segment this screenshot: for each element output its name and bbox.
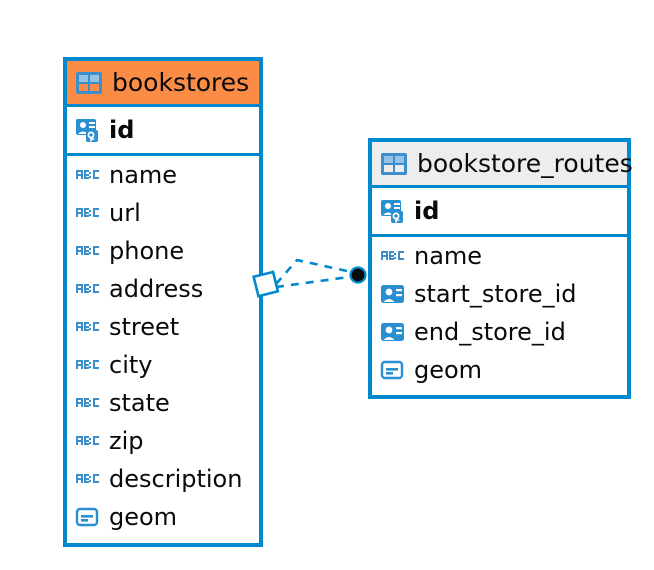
relationship-line-lower: [275, 274, 357, 289]
field-label-zip: zip: [109, 427, 144, 455]
varchar-abc-icon: [76, 284, 99, 293]
field-row-id[interactable]: id: [67, 107, 259, 153]
table-grid-icon: [381, 152, 407, 175]
field-list-bookstore-routes: name start_store_id: [372, 237, 627, 389]
field-row-city[interactable]: city: [67, 346, 259, 384]
field-label-street: street: [109, 313, 180, 341]
primary-key-icon: [76, 119, 98, 142]
field-row-name[interactable]: name: [372, 237, 627, 275]
primary-key-section: id: [372, 188, 627, 237]
varchar-abc-icon: [381, 251, 404, 260]
field-label-id: id: [109, 116, 135, 144]
field-label-end-store-id: end_store_id: [414, 318, 566, 346]
relationship-source-diamond-icon: [252, 270, 280, 298]
varchar-abc-icon: [76, 246, 99, 255]
relationship-connector[interactable]: [252, 240, 377, 320]
varchar-abc-icon: [76, 208, 99, 217]
field-row-geom[interactable]: geom: [67, 498, 259, 536]
field-label-address: address: [109, 275, 204, 303]
table-grid-icon: [76, 71, 102, 94]
field-row-end-store-id[interactable]: end_store_id: [372, 313, 627, 351]
entity-header-bookstores[interactable]: bookstores: [67, 61, 259, 107]
primary-key-section: id: [67, 107, 259, 156]
field-row-state[interactable]: state: [67, 384, 259, 422]
geometry-icon: [75, 507, 99, 527]
varchar-abc-icon: [76, 360, 99, 369]
relationship-line-upper: [275, 258, 357, 285]
field-label-name: name: [109, 161, 178, 189]
foreign-key-icon: [381, 323, 404, 341]
varchar-abc-icon: [76, 322, 99, 331]
relationship-target-dot-icon: [349, 266, 367, 284]
field-row-address[interactable]: address: [67, 270, 259, 308]
geometry-icon: [380, 360, 404, 380]
field-list-bookstores: name url: [67, 156, 259, 536]
field-row-description[interactable]: description: [67, 460, 259, 498]
field-label-geom: geom: [414, 356, 483, 384]
entity-title-bookstore-routes: bookstore_routes: [417, 149, 633, 178]
field-label-url: url: [109, 199, 141, 227]
entity-header-bookstore-routes[interactable]: bookstore_routes: [372, 142, 633, 188]
varchar-abc-icon: [76, 474, 99, 483]
field-row-id[interactable]: id: [372, 188, 627, 234]
field-label-description: description: [109, 465, 243, 493]
field-row-phone[interactable]: phone: [67, 232, 259, 270]
foreign-key-icon: [381, 285, 404, 303]
varchar-abc-icon: [76, 398, 99, 407]
field-label-phone: phone: [109, 237, 185, 265]
varchar-abc-icon: [76, 170, 99, 179]
field-row-start-store-id[interactable]: start_store_id: [372, 275, 627, 313]
field-row-url[interactable]: url: [67, 194, 259, 232]
field-label-id: id: [414, 197, 440, 225]
field-row-geom[interactable]: geom: [372, 351, 627, 389]
field-row-name[interactable]: name: [67, 156, 259, 194]
primary-key-icon: [381, 200, 403, 223]
field-label-name: name: [414, 242, 483, 270]
entity-table-bookstore-routes[interactable]: bookstore_routes id: [368, 138, 633, 399]
field-label-start-store-id: start_store_id: [414, 280, 577, 308]
entity-title-bookstores: bookstores: [112, 68, 250, 97]
field-label-state: state: [109, 389, 170, 417]
field-label-geom: geom: [109, 503, 178, 531]
field-row-zip[interactable]: zip: [67, 422, 259, 460]
field-label-city: city: [109, 351, 153, 379]
varchar-abc-icon: [76, 436, 99, 445]
field-row-street[interactable]: street: [67, 308, 259, 346]
entity-table-bookstores[interactable]: bookstores id: [63, 57, 263, 547]
